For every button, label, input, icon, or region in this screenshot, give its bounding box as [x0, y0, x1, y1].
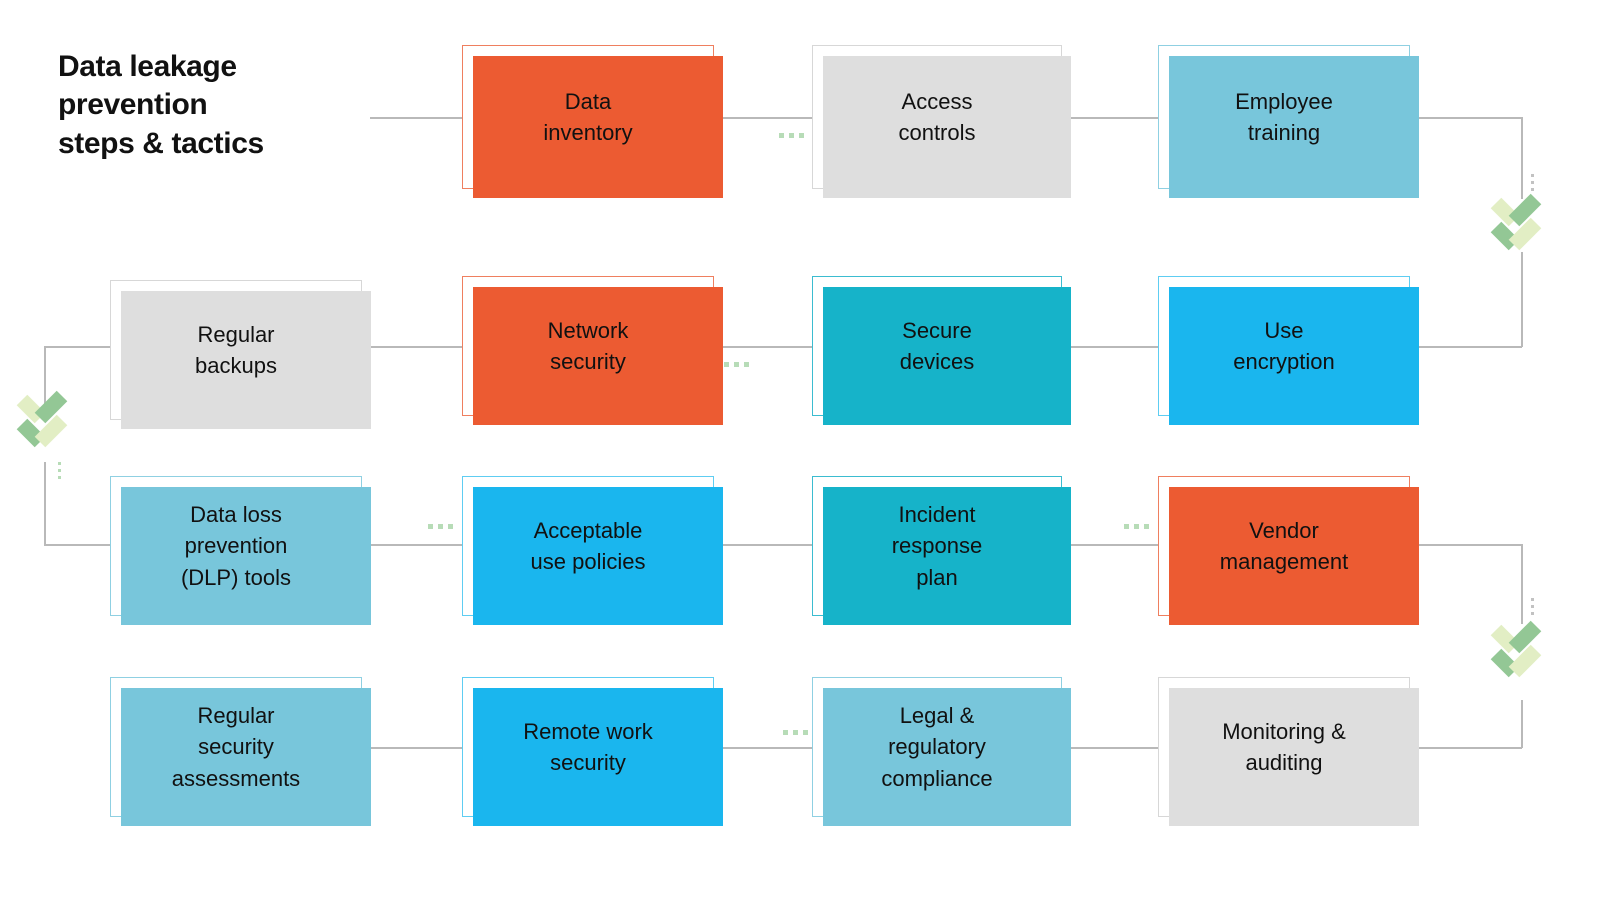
node-secure-devices[interactable]: Secure devices: [812, 276, 1071, 425]
node-label: Access controls: [898, 88, 976, 145]
node-incident-response-plan[interactable]: Incident response plan: [812, 476, 1071, 625]
connector-title-to-data-inventory: [370, 117, 462, 119]
node-label: Remote work security: [523, 718, 653, 775]
connector-row1-wrap-vertical: [1521, 117, 1523, 199]
node-label: Regular security assessments: [171, 703, 301, 791]
connector-row3-wrap-horizontal: [1410, 544, 1522, 546]
ellipsis-marker-row3-a: [428, 524, 453, 529]
connector-access-to-employee: [1062, 117, 1158, 119]
node-legal-regulatory-compliance[interactable]: Legal & regulatory compliance: [812, 677, 1071, 826]
node-regular-backups[interactable]: Regular backups: [110, 280, 371, 429]
node-network-security[interactable]: Network security: [462, 276, 723, 425]
node-access-controls[interactable]: Access controls: [812, 45, 1071, 198]
connector-encryption-to-secure: [1062, 346, 1158, 348]
node-label: Data loss prevention (DLP) tools: [180, 502, 292, 590]
connector-row4-entry-horizontal: [1412, 747, 1522, 749]
connector-row1-wrap-horizontal: [1410, 117, 1522, 119]
down-chevron-icon-right-top: [1488, 193, 1556, 261]
node-label: Legal & regulatory compliance: [881, 703, 993, 791]
connector-dlp-to-acceptable: [366, 544, 462, 546]
down-chevron-icon-right-bottom: [1488, 620, 1556, 688]
connector-row2-wrap-vertical: [44, 346, 46, 408]
connector-remote-to-assessments: [366, 747, 462, 749]
node-monitoring-auditing[interactable]: Monitoring & auditing: [1158, 677, 1419, 826]
connector-legal-to-remote: [714, 747, 812, 749]
connector-row2-entry-vertical: [1521, 252, 1523, 347]
ellipsis-marker-wrap-right-bottom: [1531, 598, 1534, 615]
node-use-encryption[interactable]: Use encryption: [1158, 276, 1419, 425]
node-data-inventory[interactable]: Data inventory: [462, 45, 723, 198]
connector-row3-entry-vertical: [44, 462, 46, 545]
connector-acceptable-to-incident: [714, 544, 812, 546]
connector-secure-to-network: [714, 346, 812, 348]
node-label: Incident response plan: [891, 502, 983, 590]
node-label: Regular backups: [195, 321, 277, 378]
ellipsis-marker-wrap-left: [58, 462, 61, 479]
connector-network-to-backups: [366, 346, 462, 348]
connector-monitoring-to-legal: [1062, 747, 1158, 749]
ellipsis-marker-row3-b: [1124, 524, 1149, 529]
connector-row3-wrap-vertical: [1521, 544, 1523, 624]
ellipsis-marker-row2-a: [724, 362, 749, 367]
node-regular-security-assessments[interactable]: Regular security assessments: [110, 677, 371, 826]
connector-data-inventory-to-access: [714, 117, 812, 119]
node-acceptable-use-policies[interactable]: Acceptable use policies: [462, 476, 723, 625]
connector-row4-entry-vertical: [1521, 700, 1523, 748]
node-label: Data inventory: [543, 88, 633, 145]
node-employee-training[interactable]: Employee training: [1158, 45, 1419, 198]
node-label: Employee training: [1235, 88, 1333, 145]
node-label: Acceptable use policies: [530, 517, 646, 574]
node-vendor-management[interactable]: Vendor management: [1158, 476, 1419, 625]
node-remote-work-security[interactable]: Remote work security: [462, 677, 723, 826]
connector-incident-to-vendor: [1062, 544, 1158, 546]
connector-row2-wrap-horizontal: [44, 346, 110, 348]
node-label: Vendor management: [1219, 517, 1349, 574]
node-label: Secure devices: [899, 317, 975, 374]
page-title: Data leakage prevention steps & tactics: [58, 50, 264, 160]
down-chevron-icon-left: [14, 390, 82, 458]
ellipsis-marker-row1-a: [779, 133, 804, 138]
node-label: Monitoring & auditing: [1222, 718, 1346, 775]
node-label: Network security: [547, 317, 629, 374]
connector-row2-entry-horizontal: [1412, 346, 1522, 348]
node-label: Use encryption: [1233, 317, 1335, 374]
node-dlp-tools[interactable]: Data loss prevention (DLP) tools: [110, 476, 371, 625]
connector-row3-entry-horizontal: [44, 544, 110, 546]
ellipsis-marker-wrap-right-top: [1531, 174, 1534, 191]
ellipsis-marker-row4-a: [783, 730, 808, 735]
